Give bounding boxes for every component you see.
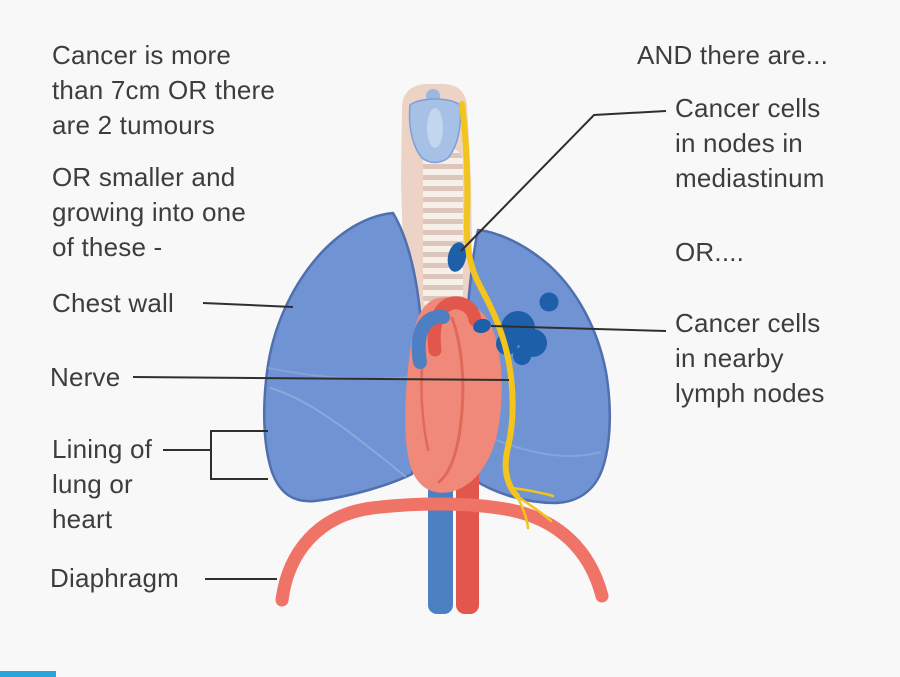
lungs (263, 211, 611, 505)
pointer-lines (132, 110, 667, 580)
label-or: OR.... (675, 237, 745, 267)
mediastinum-pointer (460, 110, 667, 252)
larynx-highlight (427, 108, 443, 148)
diaphragm-band (275, 497, 609, 607)
larynx (408, 89, 462, 164)
label-criteria-growth: OR smaller and growing into one of these… (52, 162, 246, 262)
label-nearby-lymph-nodes: Cancer cells in nearby lymph nodes (675, 308, 825, 408)
label-nodes-mediastinum: Cancer cells in nodes in mediastinum (675, 93, 825, 193)
pulmonary-artery (411, 309, 450, 369)
label-chest-wall: Chest wall (52, 288, 174, 318)
tumour-blob-small (539, 292, 559, 312)
trachea (423, 148, 463, 312)
tumour-blob (513, 347, 531, 365)
label-diaphragm: Diaphragm (50, 563, 179, 593)
nerve-branch (515, 494, 530, 530)
label-nerve: Nerve (50, 362, 121, 392)
trachea-rings (423, 153, 463, 312)
heart-coronary-line (437, 316, 465, 484)
label-criteria-size: Cancer is more than 7cm OR there are 2 t… (52, 40, 276, 140)
label-and-there-are: AND there are... (637, 40, 829, 70)
aortic-arch (427, 296, 482, 357)
chest-wall-pointer (202, 302, 294, 308)
lining-pointer (163, 430, 268, 480)
nearby-lymph-node (473, 318, 491, 334)
descending-aorta-vessel (456, 468, 479, 614)
left-lung (263, 211, 424, 503)
nerve-line (459, 101, 555, 530)
nerve-pointer (132, 376, 510, 381)
left-lung-fissure (269, 387, 407, 478)
nerve-branch (515, 494, 553, 523)
label-lining: Lining of lung or heart (52, 434, 153, 534)
nerve-branch (511, 486, 555, 498)
bottom-left-accent (0, 671, 56, 677)
nerve-main (459, 101, 520, 499)
lymph-node-pointer (490, 325, 667, 332)
